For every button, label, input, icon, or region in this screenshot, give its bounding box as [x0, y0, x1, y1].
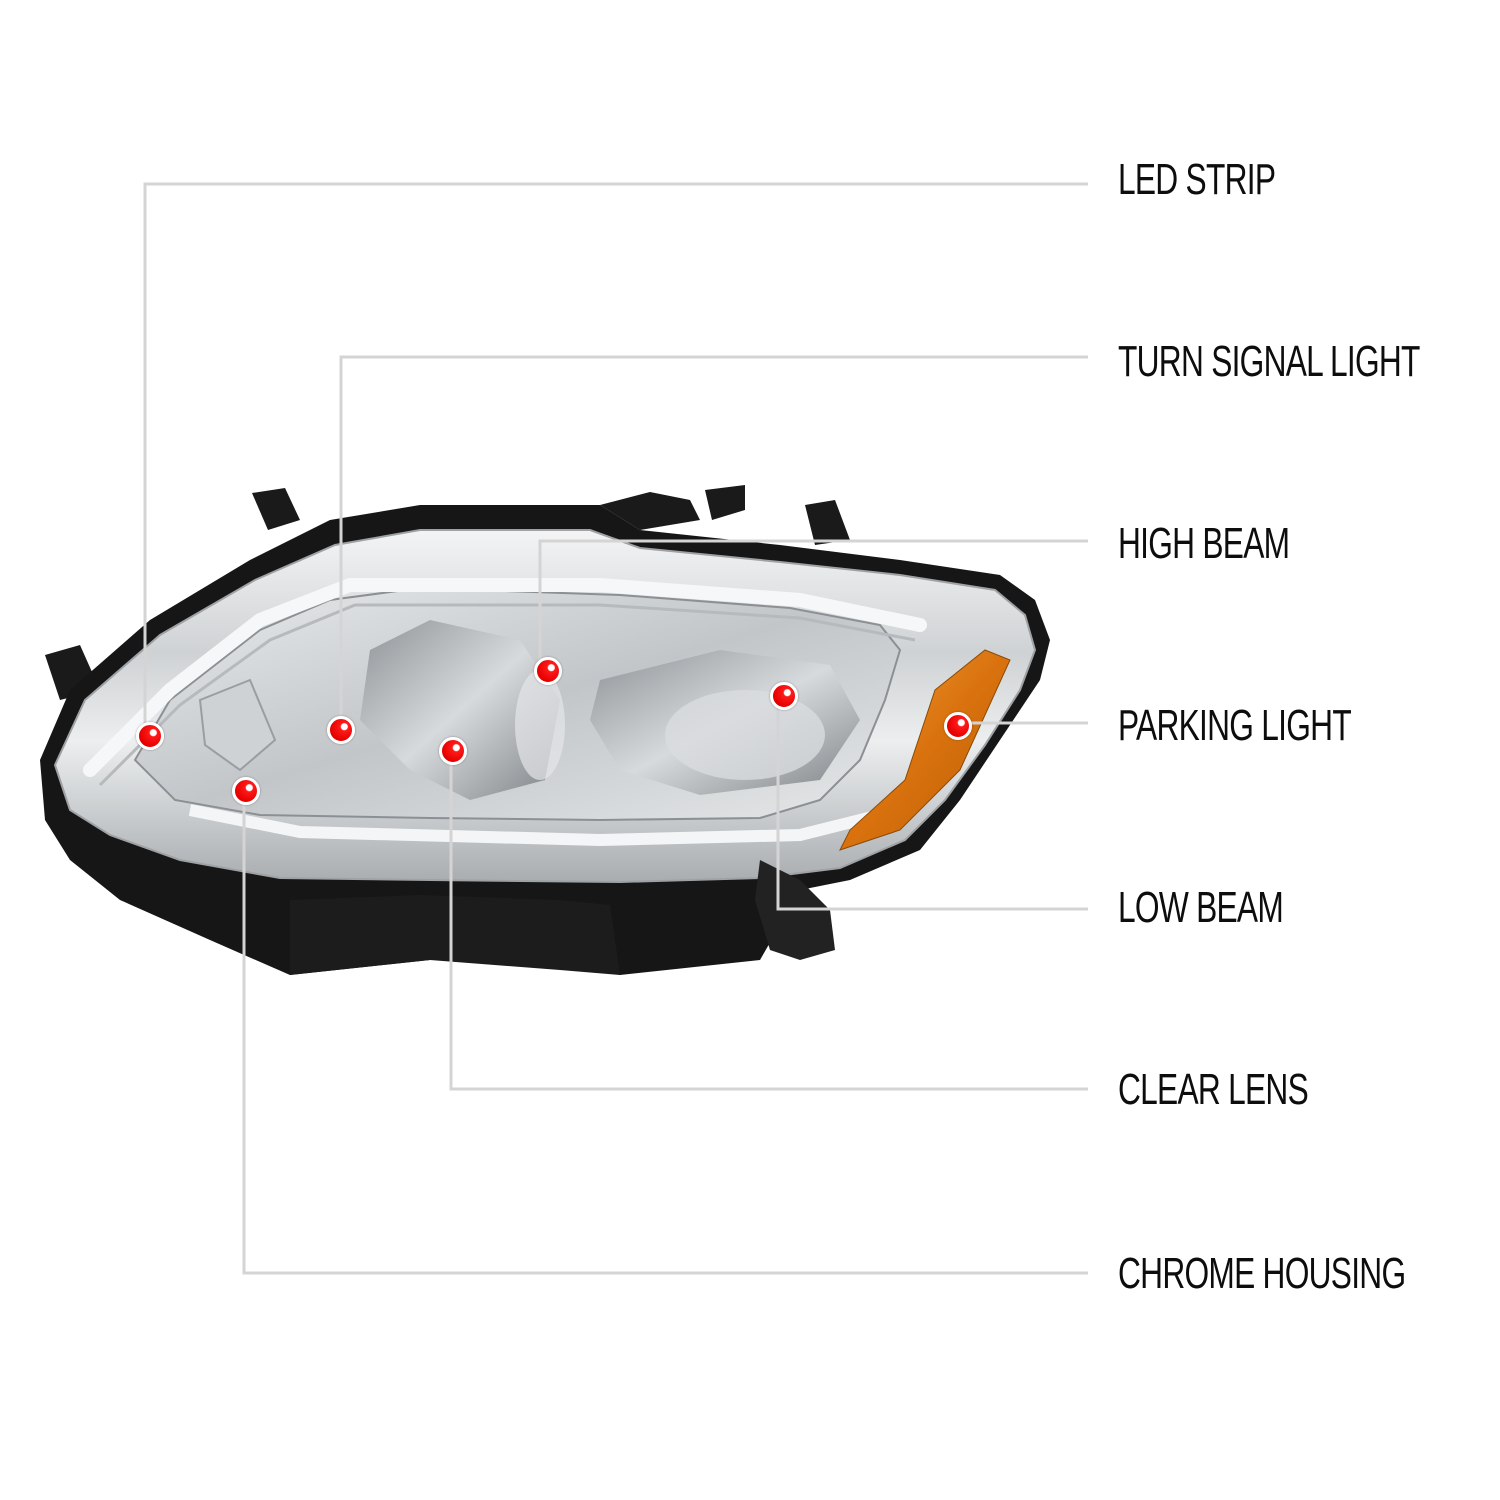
callout-dot-chrome-housing: [232, 777, 260, 805]
leader-line-chrome-housing: [242, 788, 1088, 1275]
mounting-brackets: [45, 485, 850, 938]
label-parking-light: PARKING LIGHT: [1118, 701, 1352, 750]
led-light-guide: [83, 578, 927, 777]
amber-reflector: [839, 649, 1011, 851]
callout-dot-led-strip: [136, 722, 164, 750]
callout-dot-low-beam: [770, 682, 798, 710]
label-chrome-housing: CHROME HOUSING: [1118, 1249, 1406, 1298]
lower-base: [290, 895, 620, 975]
callout-dot-clear-lens: [439, 737, 467, 765]
callout-dot-high-beam: [534, 657, 562, 685]
callout-dot-turn-signal-light: [327, 716, 355, 744]
callout-dot-parking-light: [944, 712, 972, 740]
leader-line-high-beam: [538, 539, 1088, 668]
leader-line-low-beam: [776, 693, 1088, 911]
high-beam-reflector: [360, 620, 560, 800]
leader-line-clear-lens: [449, 748, 1088, 1091]
label-led-strip: LED STRIP: [1118, 155, 1276, 204]
leader-line-led-strip: [143, 182, 1088, 733]
label-low-beam: LOW BEAM: [1118, 883, 1284, 932]
label-turn-signal-light: TURN SIGNAL LIGHT: [1118, 337, 1420, 386]
label-clear-lens: CLEAR LENS: [1118, 1065, 1309, 1114]
leader-line-turn-signal-light: [339, 355, 1088, 727]
label-high-beam: HIGH BEAM: [1118, 519, 1290, 568]
